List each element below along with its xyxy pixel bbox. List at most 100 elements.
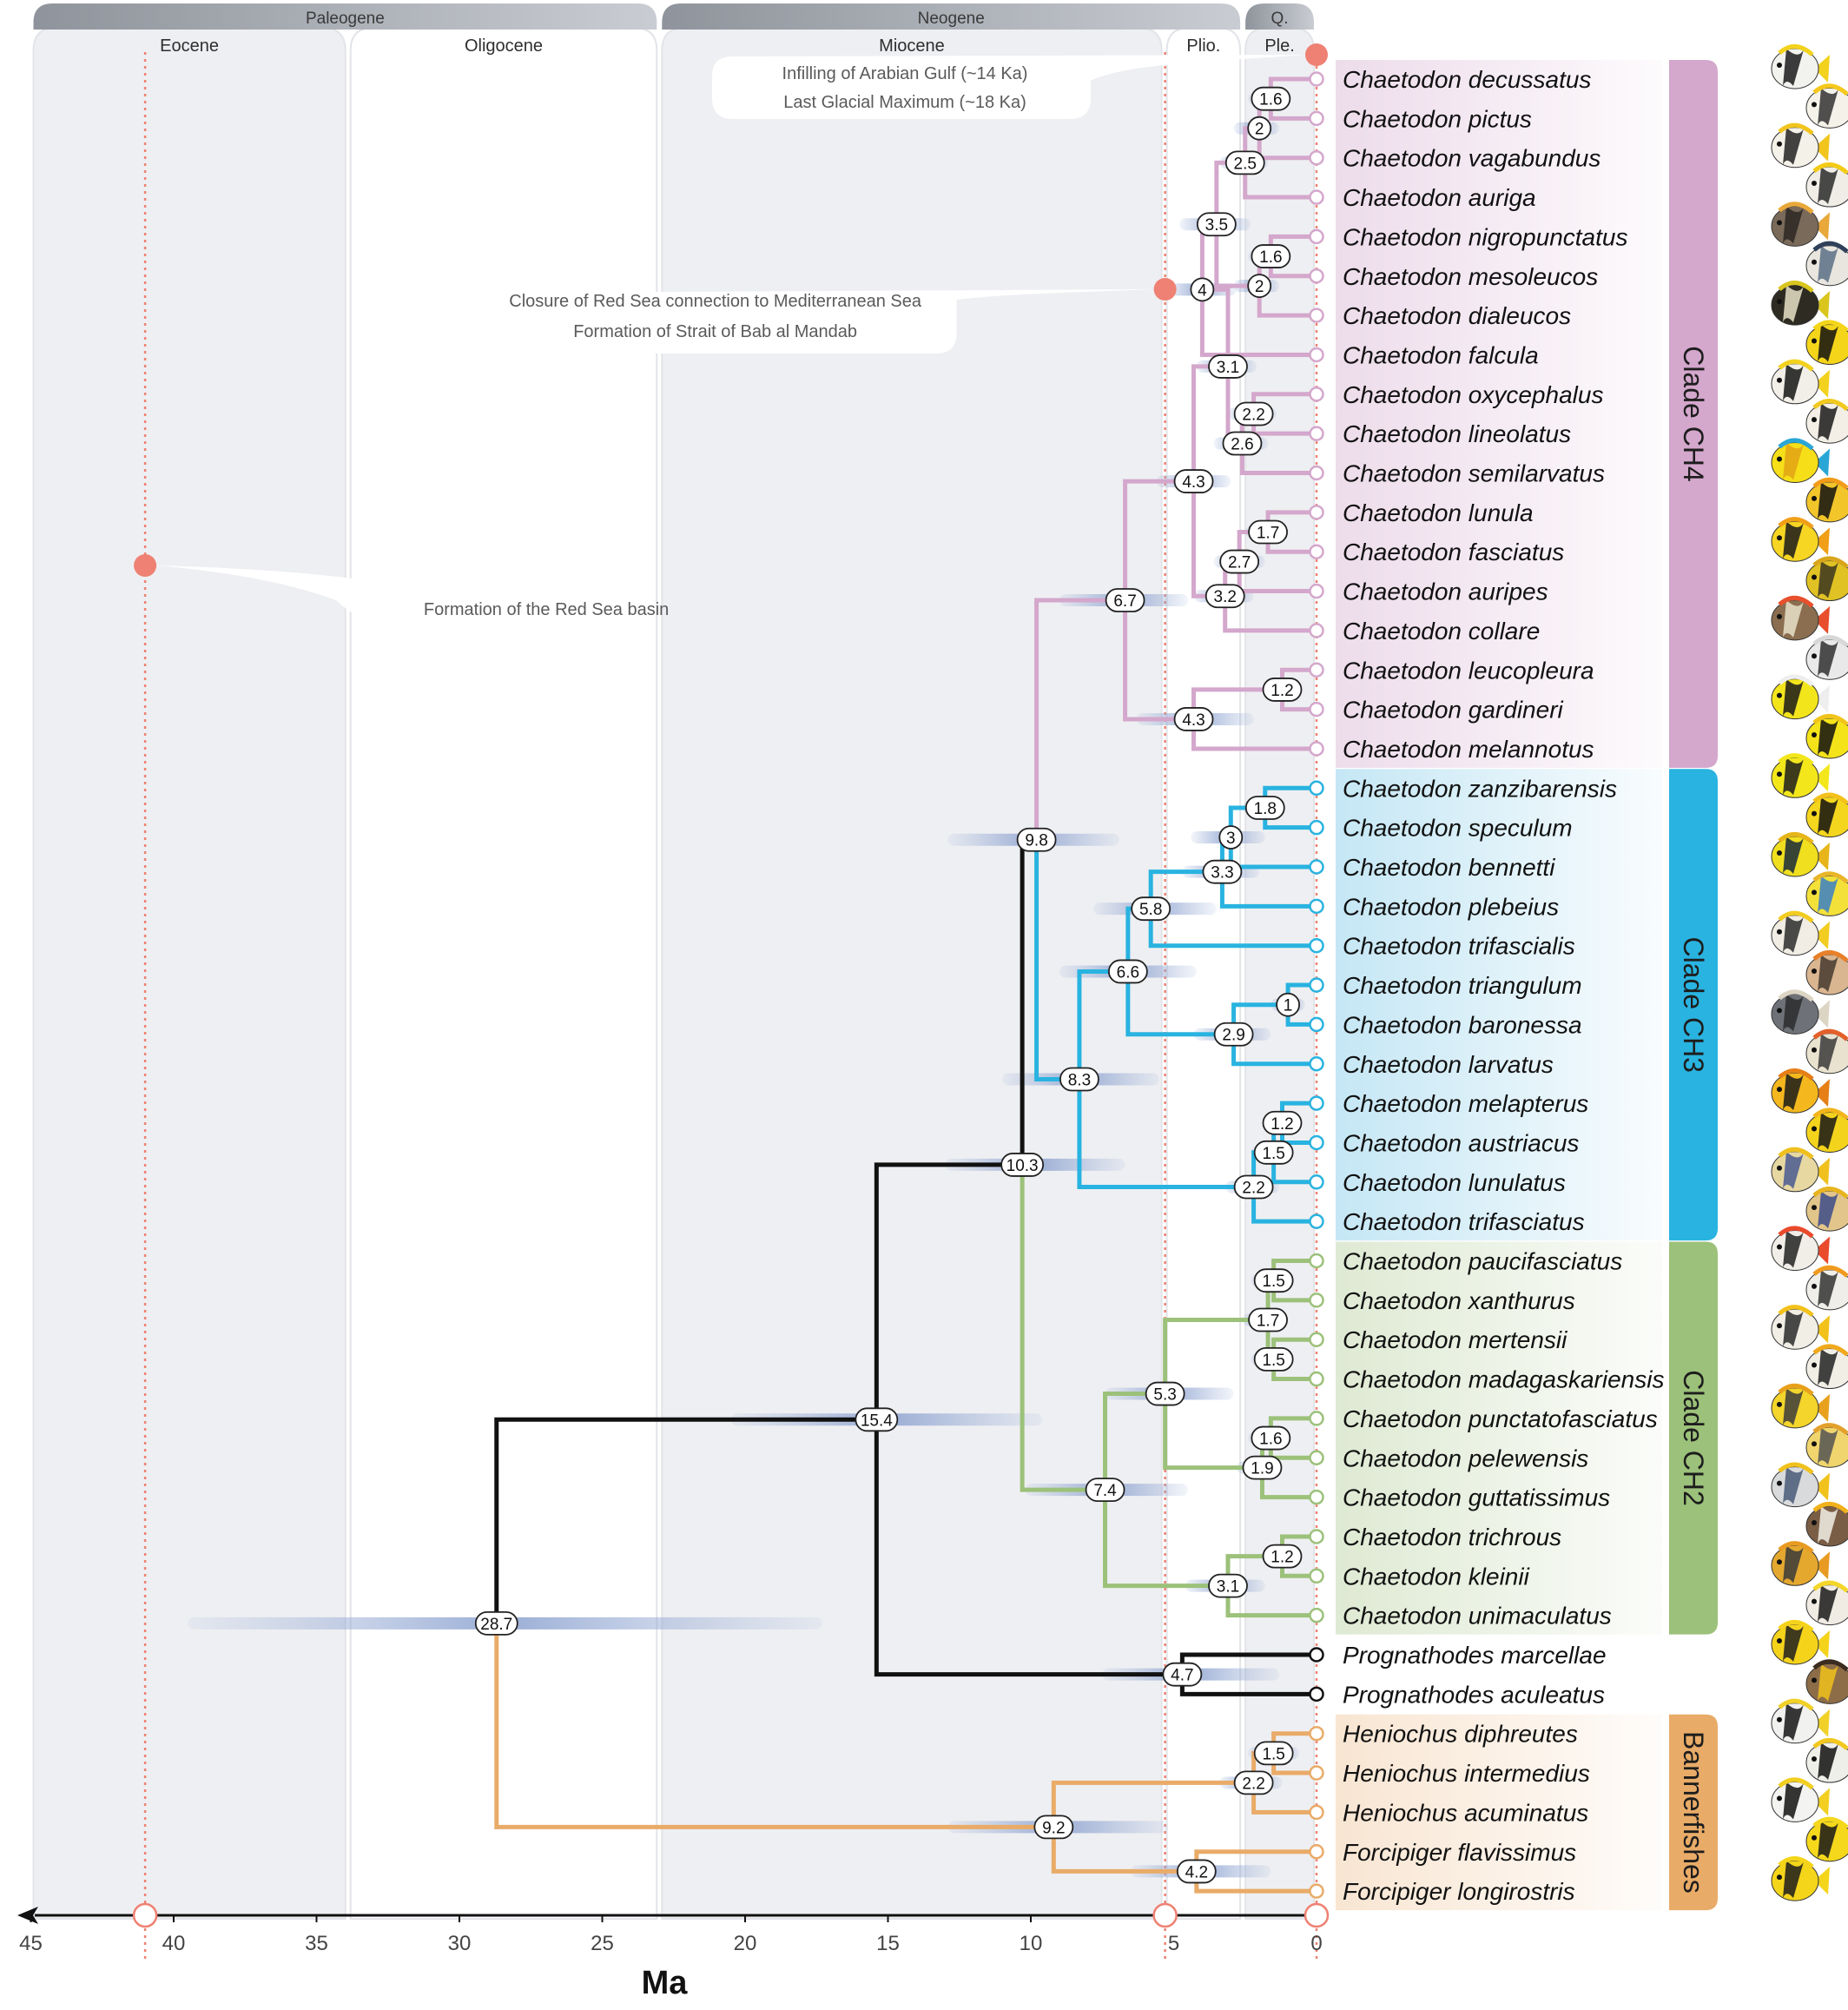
clade-bar [1669,1241,1718,1635]
species-label: Chaetodon triangulum [1343,972,1582,999]
fish-dorsal-fin [1812,1580,1848,1593]
fish-eye [1812,1047,1817,1053]
fish-illustration [1805,1423,1848,1468]
species-label: Chaetodon lineolatus [1343,420,1571,447]
axis-tick-label: 10 [1020,1932,1043,1955]
species-label: Heniochus intermedius [1343,1760,1590,1787]
fish-stripe [1818,481,1838,519]
species-label: Chaetodon trifasciatus [1343,1208,1585,1235]
event-marker [134,554,157,577]
clade-background [1336,1714,1662,1911]
fish-eye [1812,181,1817,187]
node-age: 10.3 [1006,1157,1039,1175]
tip-marker [1309,1056,1324,1072]
fish-stripe [1783,1782,1804,1820]
fish-illustration [1805,1028,1848,1074]
branch [1123,479,1194,601]
species-label: Prognathodes marcellae [1343,1642,1607,1669]
tip-marker [1309,583,1324,599]
node-age: 4 [1198,281,1207,300]
node-age-pill [1262,1544,1303,1569]
fish-dorsal-fin [1778,517,1814,530]
species-label: Chaetodon mesoleucos [1343,263,1598,290]
species-label: Chaetodon kleinii [1343,1563,1530,1590]
branch [874,1162,1023,1420]
fish-dorsal-fin [1812,83,1848,96]
fish-illustration [1771,674,1830,720]
fish-eye [1812,653,1817,659]
branch [1020,1164,1106,1492]
fish-dorsal-fin [1778,1698,1814,1711]
species-label: Chaetodon pictus [1343,105,1532,132]
species-label: Chaetodon punctatofasciatus [1343,1405,1658,1432]
fish-eye [1812,1756,1817,1762]
fish-stripe [1783,1466,1804,1504]
fish-stripe [1783,1545,1804,1584]
tip-marker [1309,347,1324,363]
species-label: Chaetodon gardineri [1343,697,1564,724]
node-age-pill [1248,519,1288,545]
fish-stripe [1783,127,1804,165]
node-age: 2.2 [1242,1179,1264,1197]
fish-tail [1814,1236,1830,1265]
node-age-pill [1244,796,1285,820]
fish-stripe [1818,717,1838,756]
fish-eye [1812,1835,1817,1841]
fish-eye [1777,1401,1782,1407]
tip-marker [1309,426,1324,441]
axis-tick-label: 45 [19,1932,43,1955]
axis-tick-label: 15 [876,1932,900,1955]
species-label: Chaetodon mertensii [1343,1326,1568,1353]
tip-marker [1309,1607,1324,1623]
fish-illustration [1805,1187,1848,1232]
species-label: Chaetodon xanthurus [1343,1287,1575,1314]
node-age-pill [1105,588,1145,612]
fish-eye [1777,1716,1782,1722]
tip-marker [1309,937,1324,954]
tip-marker [1309,662,1324,678]
fish-dorsal-fin [1778,122,1814,136]
node-age-pill [1248,1307,1288,1332]
species-label: Chaetodon falcula [1343,341,1539,368]
node-age: 1.5 [1262,1352,1284,1370]
node-age: 1.7 [1257,1312,1279,1331]
branch [1125,971,1234,1037]
fish-stripe [1783,1230,1804,1268]
node-age: 1.6 [1259,248,1282,267]
node-age-pill [1208,1573,1248,1598]
tip-marker [1309,307,1324,323]
fish-dorsal-fin [1778,1462,1814,1475]
fish-stripe [1783,1861,1804,1899]
fish-illustration [1771,1383,1830,1429]
fish-tail [1814,684,1830,713]
axis-tick-label: 35 [305,1932,328,1955]
node-age-pill [1253,1741,1294,1766]
tip-markers [1309,71,1324,1899]
clade-label: Bannerfishes [1678,1731,1709,1894]
branch [874,1419,1183,1677]
species-label: Chaetodon plebeius [1343,893,1559,920]
fish-stripe [1783,1309,1804,1347]
fish-eye [1777,1008,1782,1014]
species-label: Chaetodon speculum [1343,815,1573,842]
node-age: 6.7 [1113,592,1136,611]
node-age-pill [1251,86,1291,111]
fish-stripe [1783,599,1804,638]
event-label: Formation of the Red Sea basin [424,600,669,619]
node-age: 1.5 [1262,1273,1284,1291]
fish-dorsal-fin [1812,1423,1848,1436]
tip-marker [1309,268,1324,284]
tip-marker [1309,1095,1324,1111]
node-age-pill [1262,1110,1303,1135]
fish-eye [1812,969,1817,975]
branch [1163,1393,1263,1471]
fish-dorsal-fin [1778,910,1814,923]
event-axis-marker [1152,1902,1178,1928]
clade-background [1336,769,1662,1241]
species-label: Chaetodon nigropunctatus [1343,223,1627,250]
fish-stripe [1818,1742,1838,1781]
species-label: Chaetodon trichrous [1343,1524,1561,1550]
fish-eye [1812,1598,1817,1604]
clade-backgrounds [1336,60,1662,1911]
